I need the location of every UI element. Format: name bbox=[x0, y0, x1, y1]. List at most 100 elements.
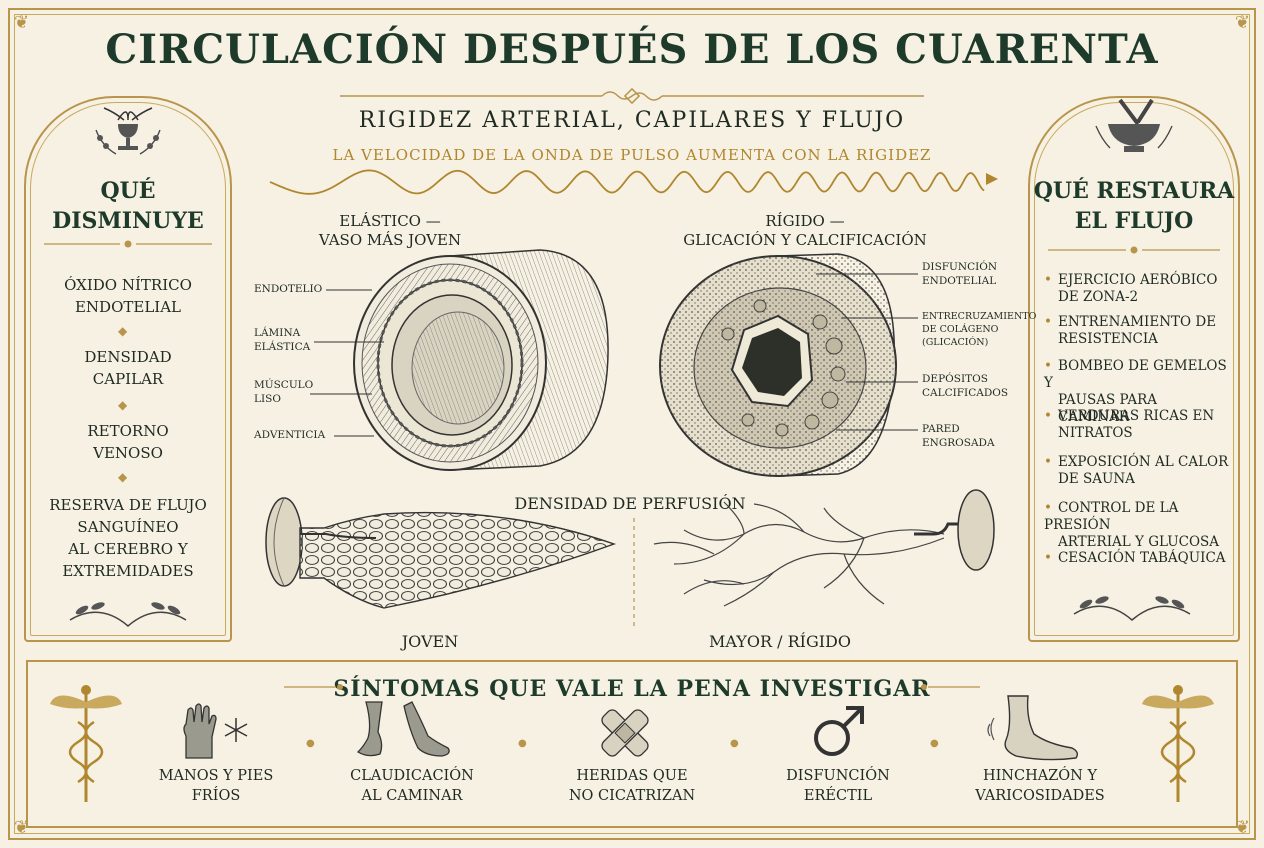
left-panel bbox=[24, 96, 232, 642]
bullet-dot-icon: • bbox=[1044, 454, 1052, 470]
pulse-wave-arrow-icon bbox=[269, 169, 998, 195]
right-divider-icon bbox=[1048, 246, 1220, 254]
decrease-item-line: ÓXIDO NÍTRICO bbox=[64, 276, 192, 294]
label-line: DE COLÁGENO bbox=[922, 324, 999, 335]
restore-item: •CESACIÓN TABÁQUICA bbox=[1044, 550, 1230, 567]
restore-item-text: RESISTENCIA bbox=[1058, 331, 1158, 347]
restore-item-line: • ENTRENAMIENTO DE bbox=[1044, 314, 1230, 331]
label-line: ADVENTICIA bbox=[254, 429, 326, 441]
symptom-label-line: HERIDAS QUE bbox=[576, 768, 688, 784]
young-label: JOVEN bbox=[401, 632, 459, 651]
decrease-item-line: RESERVA DE FLUJO bbox=[49, 496, 207, 514]
label-line: CALCIFICADOS bbox=[922, 387, 1009, 399]
restore-item-line: RESISTENCIA bbox=[1044, 331, 1230, 348]
symptom-label-line: CLAUDICACIÓN bbox=[350, 768, 474, 784]
leader-line bbox=[334, 435, 374, 437]
tagline: LA VELOCIDAD DE LA ONDA DE PULSO AUMENTA… bbox=[332, 146, 932, 164]
elastic-label-muscle: MÚSCULO LISO bbox=[254, 378, 313, 406]
elastic-vessel-illustration bbox=[353, 249, 609, 471]
decrease-item: RETORNO VENOSO bbox=[24, 420, 232, 464]
caduceus-icon bbox=[1142, 685, 1214, 802]
swollen-foot-icon bbox=[987, 695, 1079, 761]
chalice-laurel-icon bbox=[95, 107, 161, 155]
leader-line bbox=[816, 273, 918, 275]
rigid-label-dysfunction: DISFUNCIÓN ENDOTELIAL bbox=[922, 260, 997, 288]
restore-item-line: PAUSAS PARA CAMINAR bbox=[1044, 392, 1230, 426]
restore-item-text: ENTRENAMIENTO DE bbox=[1057, 314, 1217, 330]
dot-separator-icon: ● bbox=[518, 738, 527, 749]
label-line: (GLICACIÓN) bbox=[922, 337, 989, 348]
bullet-dot-icon: • bbox=[1044, 314, 1052, 330]
title-flourish-icon bbox=[284, 684, 343, 690]
corner-ornament-icon: ❦ bbox=[14, 817, 30, 838]
decrease-item-line: ENDOTELIAL bbox=[74, 298, 182, 316]
decrease-item: RESERVA DE FLUJO SANGUÍNEO AL CEREBRO Y … bbox=[24, 494, 232, 582]
symptom-label-line: NO CICATRIZAN bbox=[568, 788, 696, 804]
rigid-label-calcified: DEPÓSITOS CALCIFICADOS bbox=[922, 372, 1008, 400]
decrease-item-line: DENSIDAD bbox=[84, 348, 172, 366]
decrease-item-line: EXTREMIDADES bbox=[62, 562, 194, 580]
title-flourish-icon bbox=[921, 684, 980, 690]
rigid-label-wall: PARED ENGROSADA bbox=[922, 422, 995, 450]
label-line: LÁMINA bbox=[254, 327, 301, 339]
symptom-label: HERIDAS QUE NO CICATRIZAN bbox=[542, 766, 722, 806]
label-line: DISFUNCIÓN bbox=[922, 261, 998, 273]
left-panel-title-line: QUÉ bbox=[100, 178, 156, 204]
symptom-label-line: AL CAMINAR bbox=[361, 788, 463, 804]
restore-item-line: DE ZONA-2 bbox=[1044, 289, 1230, 306]
restore-item-text: ARTERIAL Y GLUCOSA bbox=[1058, 534, 1220, 550]
leader-line bbox=[842, 317, 918, 319]
elastic-vessel-title-line: ELÁSTICO — bbox=[339, 212, 441, 230]
dot-separator-icon: ● bbox=[930, 738, 939, 749]
label-line: PARED bbox=[922, 423, 960, 435]
young-capillary-network-illustration bbox=[265, 497, 617, 609]
leader-line bbox=[846, 381, 918, 383]
restore-item-text: CONTROL DE LA PRESIÓN bbox=[1044, 500, 1179, 533]
restore-item-line: NITRATOS bbox=[1044, 425, 1230, 442]
bullet-dot-icon: • bbox=[1044, 272, 1052, 288]
restore-item-line: •CONTROL DE LA PRESIÓN bbox=[1044, 500, 1230, 534]
old-label: MAYOR / RÍGIDO bbox=[709, 632, 851, 651]
laurel-branch-icon bbox=[69, 602, 187, 627]
restore-item-line: •CESACIÓN TABÁQUICA bbox=[1044, 550, 1230, 567]
symptom-label-line: VARICOSIDADES bbox=[975, 788, 1105, 804]
restore-item-text: NITRATOS bbox=[1058, 425, 1133, 441]
corner-ornament-icon: ❦ bbox=[1234, 12, 1250, 33]
symptom-label: CLAUDICACIÓN AL CAMINAR bbox=[322, 766, 502, 806]
restore-item-text: VERDURAS RICAS EN bbox=[1057, 408, 1215, 424]
male-symbol-icon bbox=[814, 706, 864, 756]
elastic-label-lamina: LÁMINA ELÁSTICA bbox=[254, 326, 310, 354]
symptom-label-line: FRÍOS bbox=[191, 788, 241, 804]
decrease-item-line: VENOSO bbox=[93, 444, 163, 462]
elastic-label-adventitia: ADVENTICIA bbox=[254, 428, 325, 442]
symptoms-box bbox=[26, 660, 1238, 828]
dot-separator-icon: ● bbox=[730, 738, 739, 749]
symptom-label-line: HINCHAZÓN Y bbox=[982, 768, 1098, 784]
symptoms-title: SÍNTOMAS QUE VALE LA PENA INVESTIGAR bbox=[333, 676, 931, 702]
laurel-branch-icon bbox=[1073, 596, 1191, 621]
rigid-vessel-title-line: RÍGIDO — bbox=[765, 212, 845, 230]
leader-line bbox=[310, 393, 372, 395]
rigid-label-collagen: ENTRECRUZAMIENTO DE COLÁGENO (GLICACIÓN) bbox=[922, 310, 1036, 349]
subtitle: RIGIDEZ ARTERIAL, CAPILARES Y FLUJO bbox=[358, 108, 906, 133]
label-line: ENGROSADA bbox=[922, 437, 995, 449]
decrease-item-line: AL CEREBRO Y bbox=[68, 540, 188, 558]
mortar-pestle-icon bbox=[1095, 98, 1173, 152]
walking-legs-icon bbox=[356, 701, 450, 757]
symptom-label-line: MANOS Y PIES bbox=[158, 768, 274, 784]
right-panel-title-line: QUÉ RESTAURA bbox=[1033, 178, 1235, 204]
restore-item-line: •EXPOSICIÓN AL CALOR bbox=[1044, 454, 1230, 471]
old-capillary-network-illustration bbox=[653, 489, 995, 607]
decrease-item: ÓXIDO NÍTRICO ENDOTELIAL bbox=[24, 274, 232, 318]
corner-ornament-icon: ❦ bbox=[14, 12, 30, 33]
restore-item-line: DE SAUNA bbox=[1044, 471, 1230, 488]
leader-line bbox=[836, 429, 918, 431]
diamond-separator-icon: ◆ bbox=[118, 398, 128, 412]
title-divider-ornament-icon bbox=[340, 87, 924, 105]
